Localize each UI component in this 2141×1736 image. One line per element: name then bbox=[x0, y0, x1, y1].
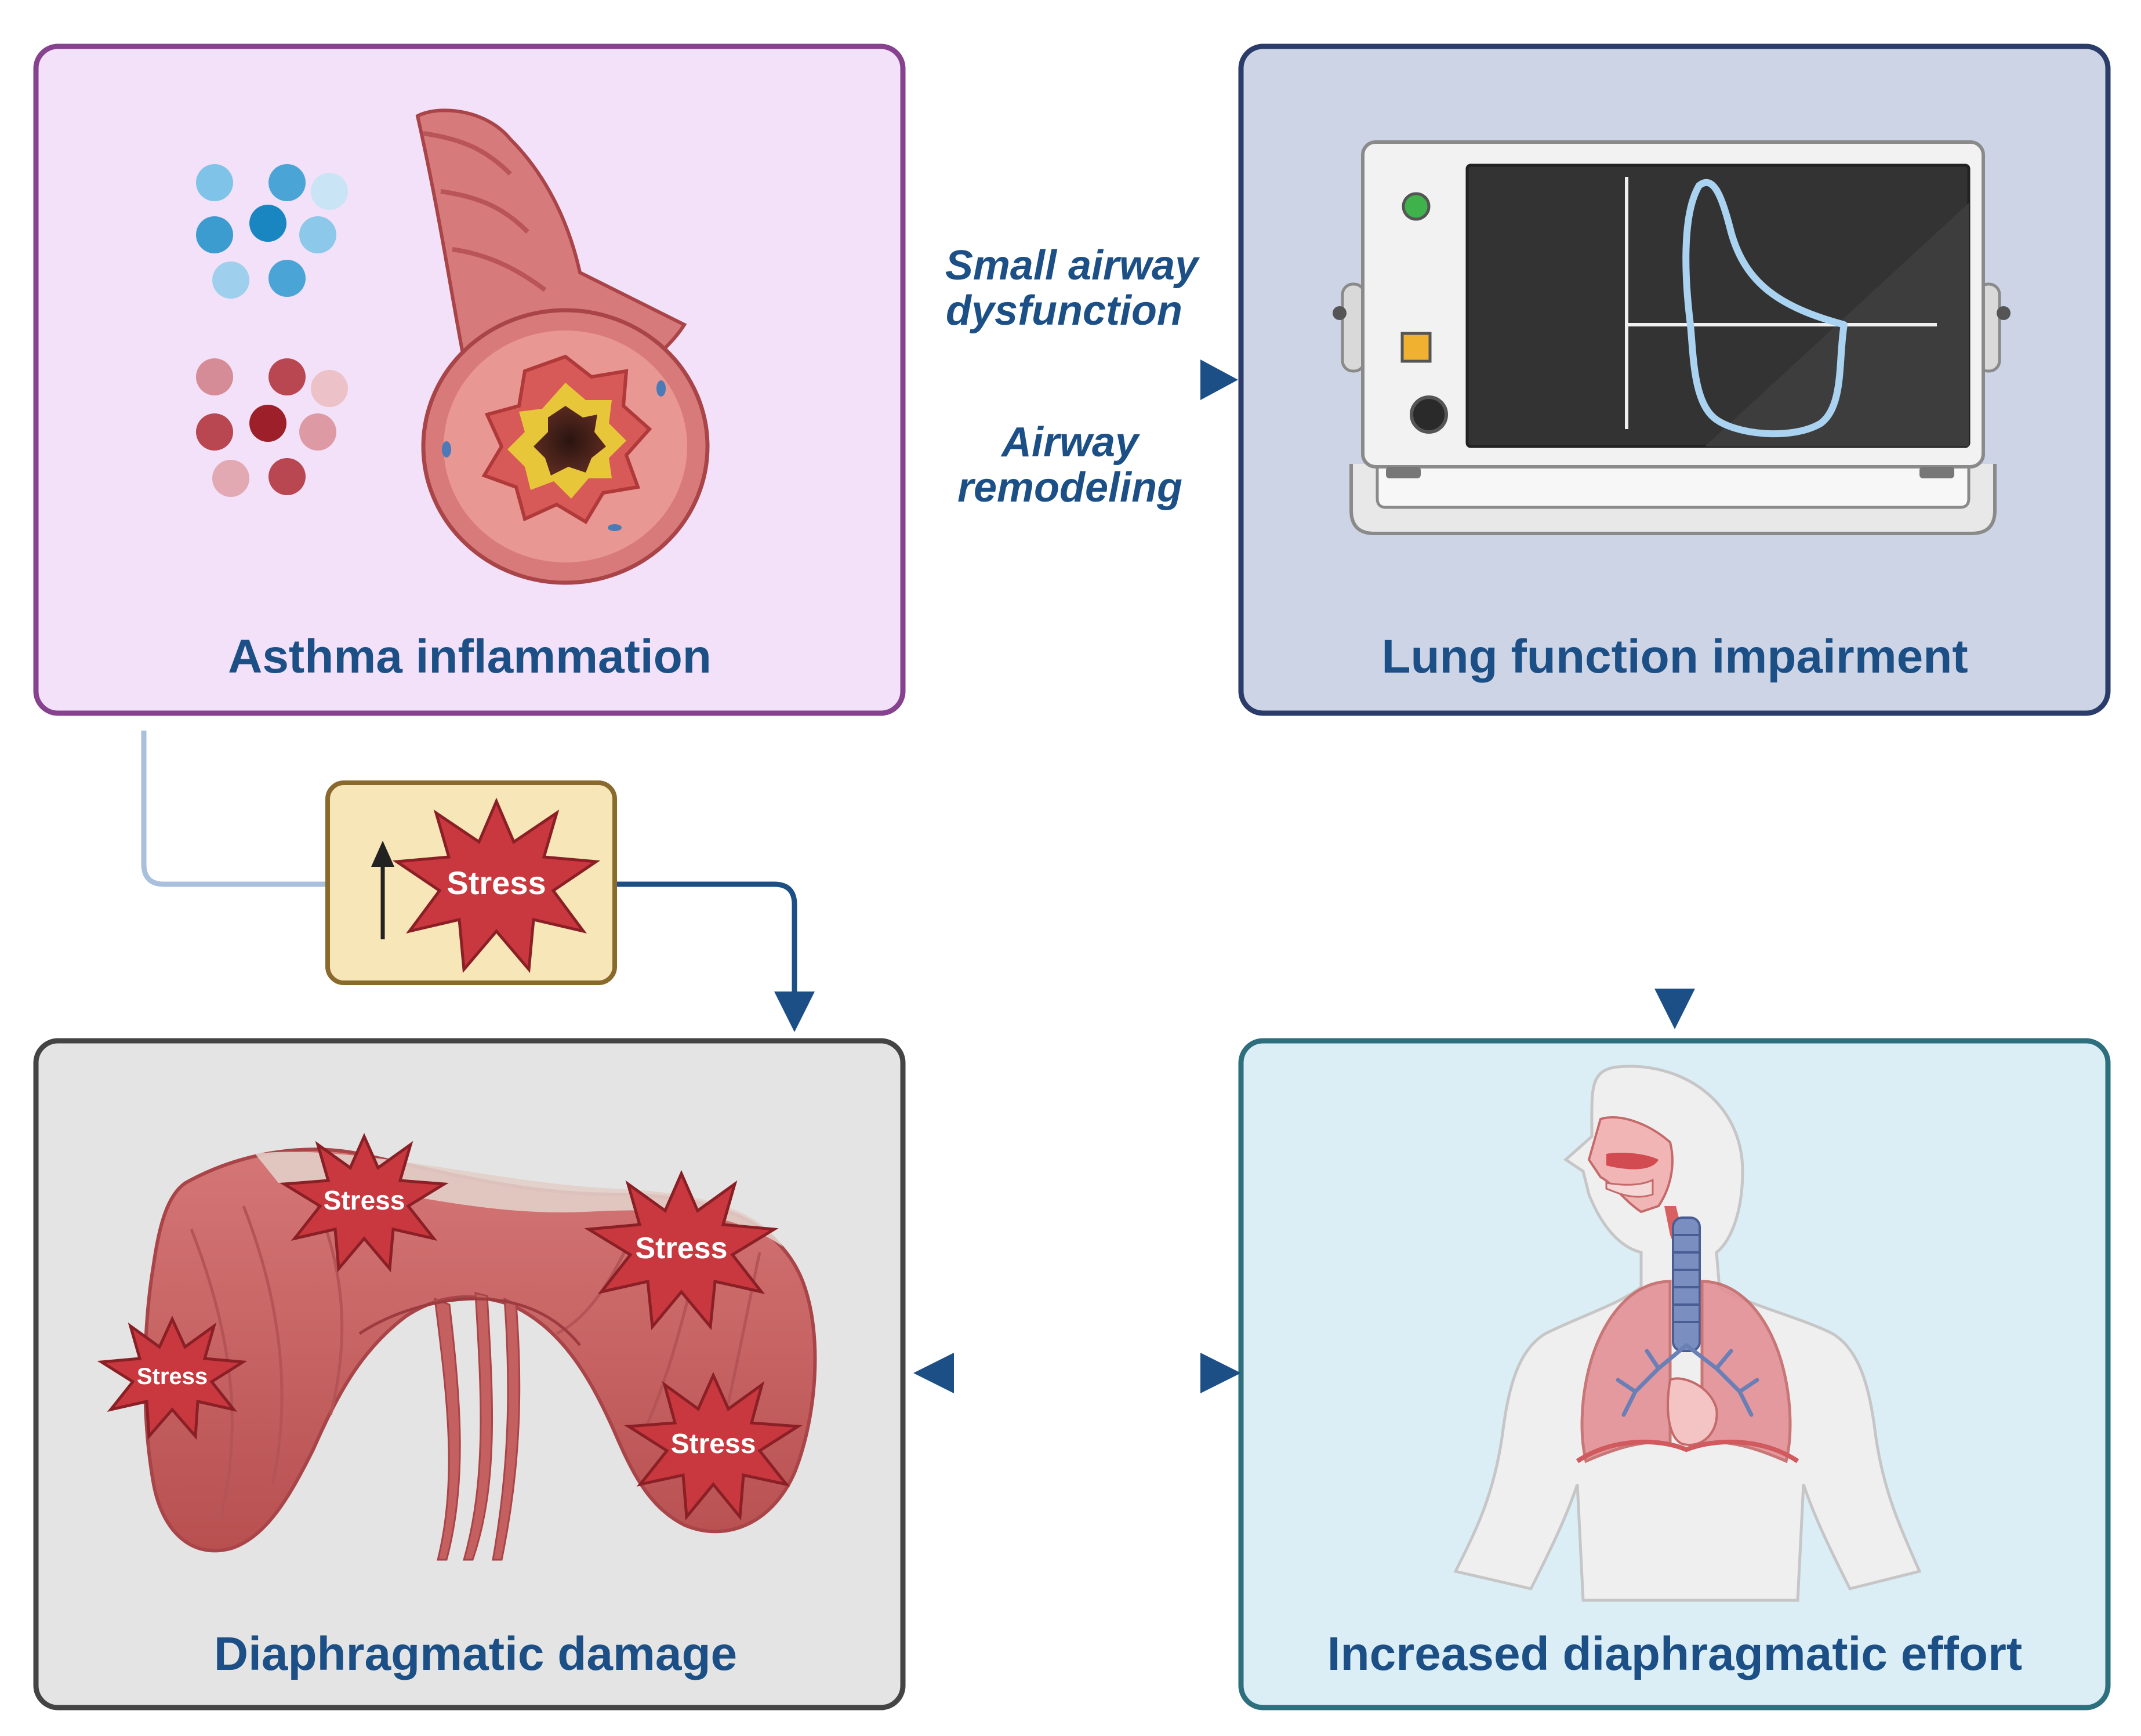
stress-star-1: Stress bbox=[280, 1132, 449, 1273]
stress-star-1-label: Stress bbox=[324, 1185, 405, 1215]
stress-star-2-label: Stress bbox=[636, 1232, 728, 1265]
small-airway-label-line2: dysfunction bbox=[946, 288, 1182, 334]
remodeling-label: Airway remodeling bbox=[957, 419, 1182, 511]
small-airway-label-line1: Small airway bbox=[945, 242, 1200, 289]
stress-star-2: Stress bbox=[584, 1170, 779, 1331]
asthma-to-lung-arrow bbox=[913, 359, 1238, 400]
lung-panel-title: Lung function impairment bbox=[1381, 630, 1968, 683]
immune-cells-icon bbox=[196, 164, 348, 497]
stress-star-3: Stress bbox=[97, 1315, 248, 1440]
flow-volume-loop-icon bbox=[1625, 177, 1937, 438]
human-torso-lungs-icon bbox=[1453, 1065, 1922, 1602]
small-airway-label: Small airway dysfunction bbox=[945, 242, 1200, 334]
effort-panel: Increased diaphragmatic effort bbox=[1238, 1038, 2111, 1710]
damage-panel: Stress Stress Stress Stress Diaphragmati… bbox=[33, 1038, 906, 1710]
damage-panel-title: Diaphragmatic damage bbox=[214, 1628, 737, 1680]
asthma-to-damage-connector bbox=[141, 731, 815, 1032]
asthma-panel-title: Asthma inflammation bbox=[228, 630, 712, 683]
stress-star-4: Stress bbox=[624, 1371, 803, 1521]
up-arrow-icon bbox=[371, 841, 394, 939]
airway-cross-section-icon bbox=[415, 108, 710, 585]
stress-box-star: Stress bbox=[392, 797, 601, 974]
remodeling-label-line2: remodeling bbox=[957, 464, 1182, 511]
lung-panel: Lung function impairment bbox=[1238, 43, 2111, 716]
stress-star-4-label: Stress bbox=[671, 1429, 756, 1459]
asthma-panel: Asthma inflammation bbox=[33, 43, 906, 716]
stress-star-3-label: Stress bbox=[137, 1364, 208, 1389]
effort-panel-title: Increased diaphragmatic effort bbox=[1327, 1628, 2022, 1680]
spirometer-icon bbox=[1333, 140, 2011, 535]
effort-damage-double-arrow bbox=[913, 1353, 1241, 1393]
remodeling-label-line1: Airway bbox=[1000, 419, 1141, 466]
stress-box: Stress bbox=[325, 780, 617, 985]
lung-to-effort-arrow bbox=[1654, 725, 1695, 1029]
stress-box-label: Stress bbox=[447, 865, 546, 901]
